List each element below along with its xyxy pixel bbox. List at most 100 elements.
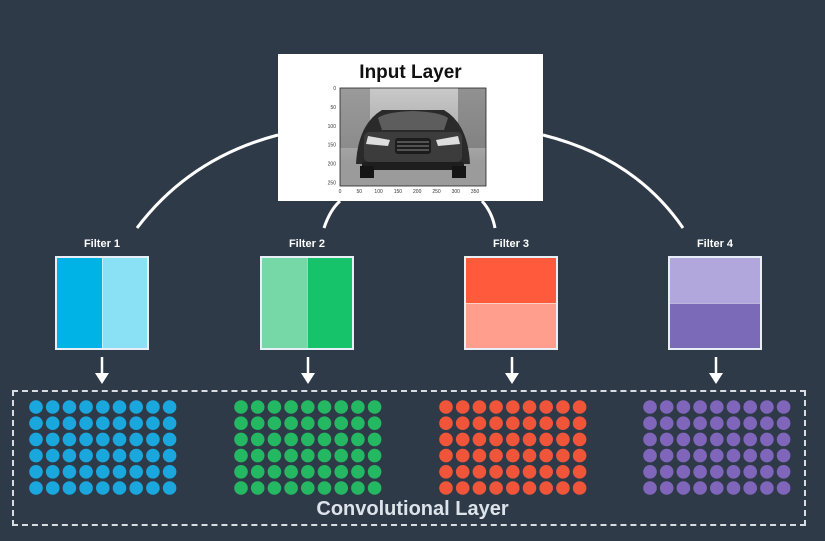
filter-3-cell-2 [466,302,556,348]
x-tick-label: 150 [394,189,403,195]
feature-map-dot [760,481,774,495]
feature-map-dot [129,481,143,495]
feature-map-dot [317,432,332,447]
feature-map-dot [539,416,553,431]
feature-map-dot [676,465,691,479]
feature-map-dot [572,432,587,447]
connector-arc-filter-1 [135,133,279,229]
feature-map-dot [472,481,487,495]
feature-map-dot [146,432,160,447]
feature-map-dot [317,448,332,463]
feature-map-dot [643,400,657,414]
feature-map-dot [726,465,741,479]
filter-4-cell-1 [670,258,760,303]
feature-map-dot [45,465,60,479]
feature-map-dot [472,448,487,463]
feature-map-dot [234,465,248,479]
feature-map-dot [743,448,757,463]
feature-map-dot [693,481,707,495]
filter-2-label: Filter 2 [288,238,326,250]
feature-map-dot [234,481,248,495]
feature-map-dot [726,481,741,495]
feature-map-dot [301,400,315,414]
feature-map-dot [234,432,248,447]
feature-map-dot [522,481,537,495]
feature-map-dot [556,432,570,447]
feature-map-dot [659,416,674,431]
convolutional-layer-box [12,390,806,526]
feature-map-dot [760,465,774,479]
filter-4-kernel [668,256,762,350]
feature-map-3 [439,400,587,495]
feature-map-dot [643,432,657,447]
feature-map-dot [284,448,298,463]
feature-map-dot [710,465,724,479]
feature-map-dot [45,481,60,495]
feature-map-dot [455,400,470,414]
feature-map-dot [455,481,470,495]
input-layer-title: Input Layer [359,62,462,83]
feature-map-dot [556,416,570,431]
x-tick-label: 100 [374,189,383,195]
feature-map-dot [643,448,657,463]
filter-1-label: Filter 1 [83,238,121,250]
feature-map-dot [539,481,553,495]
feature-map-dot [743,432,757,447]
filter-1-cell-2 [101,258,147,348]
feature-map-2 [234,400,382,495]
feature-map-dot [439,481,453,495]
feature-map-dot [455,432,470,447]
feature-map-dot [489,448,503,463]
feature-map-dot [776,432,791,447]
feature-map-dot [556,400,570,414]
filter-2-cell-2 [306,258,352,348]
feature-map-dot [112,416,127,431]
feature-map-dot [250,432,265,447]
feature-map-dot [334,448,349,463]
feature-map-dot [776,465,791,479]
filter-4-cell-2 [670,302,760,348]
feature-map-dot [539,465,553,479]
feature-map-dot [455,465,470,479]
feature-map-dot [301,465,315,479]
feature-map-dot [112,448,127,463]
feature-map-dot [351,400,365,414]
feature-map-dot [506,432,520,447]
filter-1-cell-1 [57,258,102,348]
arrow-group [95,357,723,384]
feature-map-dot [572,400,587,414]
feature-map-dot [29,448,43,463]
x-tick-label: 250 [432,189,441,195]
feature-map-dot [776,448,791,463]
feature-map-dot [760,400,774,414]
feature-map-dot [250,416,265,431]
filter-3-kernel [464,256,558,350]
feature-map-dot [351,448,365,463]
feature-map-dot [267,465,282,479]
feature-map-dot [62,400,77,414]
feature-map-dot [267,432,282,447]
feature-map-1 [29,400,177,495]
x-tick-label: 200 [413,189,422,195]
feature-map-dot [726,416,741,431]
feature-map-dot [489,400,503,414]
feature-map-dot [367,400,382,414]
feature-map-dot [506,400,520,414]
feature-map-dot [267,481,282,495]
feature-map-dot [776,400,791,414]
feature-map-dot [62,465,77,479]
feature-map-dot [659,432,674,447]
filter-1-kernel [55,256,149,350]
feature-map-dot [556,465,570,479]
feature-map-dot [760,416,774,431]
feature-map-dot [676,481,691,495]
y-tick-label: 250 [328,181,337,187]
feature-map-dot [710,416,724,431]
feature-map-dot [45,432,60,447]
feature-map-dot [45,416,60,431]
feature-map-dot [726,432,741,447]
feature-map-dot [351,416,365,431]
